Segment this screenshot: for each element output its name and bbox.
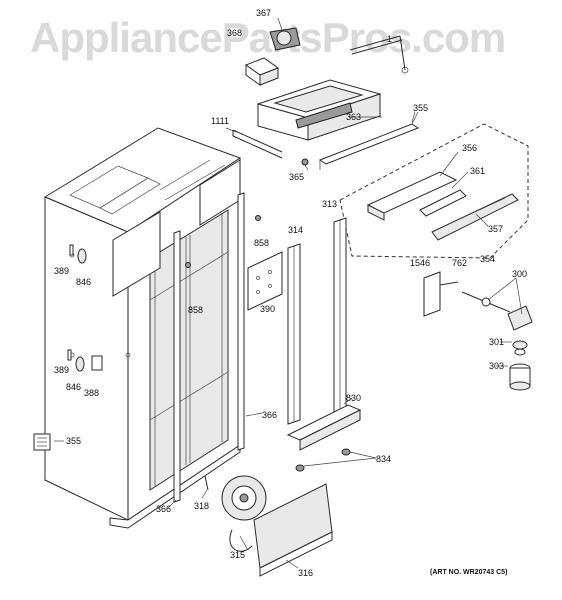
label-361: 361 [470,166,485,176]
label-315: 315 [230,550,245,560]
label-300: 300 [512,269,527,279]
part-365-screw [301,158,309,166]
label-303: 303 [489,361,504,371]
label-389-a: 389 [54,266,69,276]
art-number: (ART NO. WR20743 C5) [430,569,507,576]
part-368-clip [244,57,280,86]
label-318: 318 [194,501,209,511]
label-1: 1 [387,34,392,44]
label-313: 313 [322,199,337,209]
watermark: AppliancePartsPros.com [30,14,505,61]
part-355-vent [33,433,51,451]
label-1546: 1546 [410,258,430,268]
part-1-rod [349,35,409,74]
label-834: 834 [376,454,391,464]
label-367: 367 [256,8,271,18]
part-389-846-upper [69,244,87,264]
label-389-b: 389 [54,365,69,375]
part-355-bracket [318,111,420,170]
label-365: 365 [289,172,304,182]
label-858-b: 858 [188,305,203,315]
part-315-fan [221,475,267,552]
part-367-bracket [269,27,301,51]
part-316-cover [253,483,333,577]
part-303-cup [509,363,531,391]
label-357: 357 [488,224,503,234]
part-858-screws [185,215,261,268]
part-366-strip-a [237,192,245,451]
label-355-left: 355 [66,436,81,446]
part-830-shroud [286,404,362,451]
part-301-coupler [512,340,528,356]
label-363: 363 [346,112,361,122]
label-846-a: 846 [76,277,91,287]
label-316: 316 [298,568,313,578]
part-363-housing [256,79,382,141]
part-389-846-388-lower [67,349,103,372]
label-355-top: 355 [413,103,428,113]
label-368: 368 [227,28,242,38]
part-390-panel [247,251,283,311]
part-834-feet [295,448,351,472]
label-301: 301 [489,337,504,347]
label-354: 354 [480,254,495,264]
label-1111: 1111 [211,116,229,126]
leader-lines [54,17,523,569]
label-846-b: 846 [66,382,81,392]
label-762: 762 [452,258,467,268]
label-830: 830 [346,393,361,403]
part-labels: 367 368 1 1111 363 355 365 356 361 357 3… [54,8,527,578]
label-858-a: 858 [254,238,269,248]
label-356: 356 [462,143,477,153]
part-1111-bar [232,129,283,159]
part-354-assembly [339,123,529,259]
part-300-motor [461,291,533,331]
label-314: 314 [288,225,303,235]
label-366-b: 366 [156,504,171,514]
label-390: 390 [260,304,275,314]
part-314-rail [287,243,301,425]
label-388: 388 [84,388,99,398]
part-1546-762-bracket [423,271,459,317]
label-366-a: 366 [262,410,277,420]
part-318-clip [204,475,209,491]
cabinet [43,127,242,529]
part-313-rail [333,217,347,415]
part-366-strip-b [173,230,181,503]
